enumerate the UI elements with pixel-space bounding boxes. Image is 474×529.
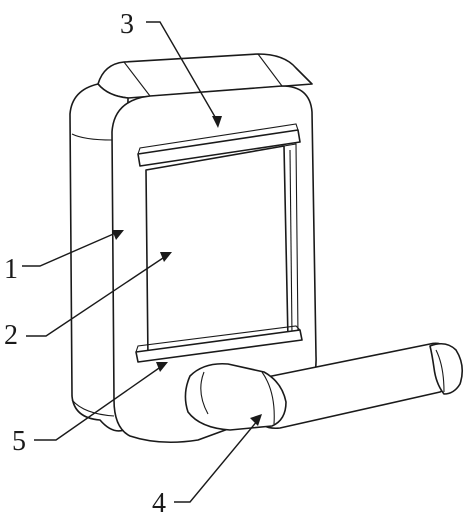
label-1: 1 xyxy=(4,254,18,285)
callout-1: 1 xyxy=(4,230,124,285)
top-rail xyxy=(137,123,301,167)
lever-handle xyxy=(184,342,464,431)
label-2: 2 xyxy=(4,320,18,351)
label-4: 4 xyxy=(152,488,166,519)
callout-5: 5 xyxy=(12,362,168,457)
callout-3: 3 xyxy=(120,9,222,128)
label-5: 5 xyxy=(12,426,26,457)
display-window xyxy=(145,143,299,361)
label-3: 3 xyxy=(120,9,134,40)
bottom-rail xyxy=(135,325,303,363)
callout-4: 4 xyxy=(152,414,262,519)
callout-2: 2 xyxy=(4,252,172,351)
